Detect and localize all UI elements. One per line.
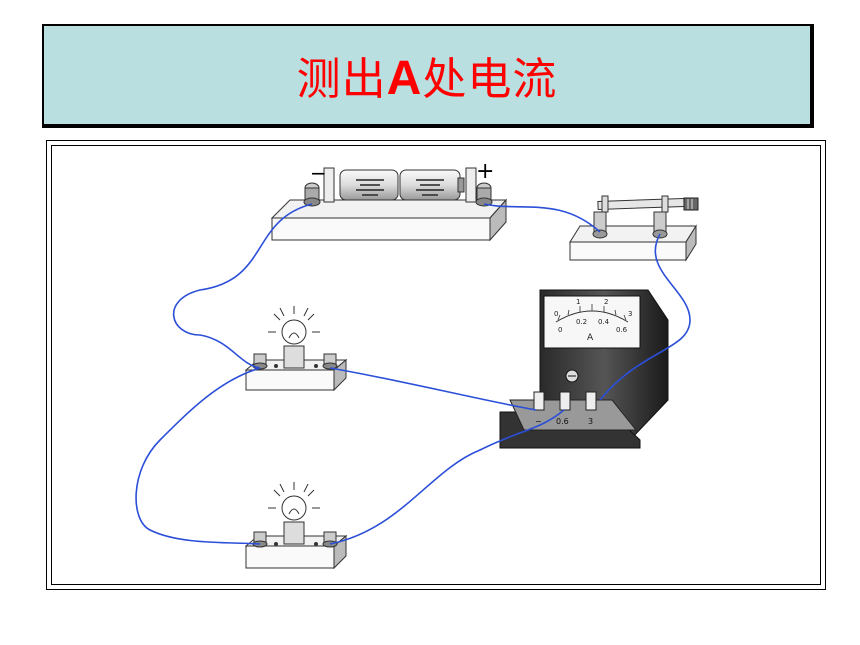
ammeter-terminal-label-minus: − — [535, 417, 542, 426]
wire-battery-to-switch — [483, 203, 601, 233]
title-suffix: 处电流 — [422, 54, 558, 105]
title-bold-letter: A — [386, 52, 423, 105]
ammeter-unit-label: A — [587, 333, 594, 343]
wire-switch-to-ammeter — [599, 233, 691, 401]
wire-bulb1-to-ammeter — [329, 367, 537, 411]
switch — [569, 195, 699, 262]
ammeter-scale-top-2: 2 — [604, 298, 608, 306]
wire-bulb1-to-bulb2 — [135, 367, 261, 545]
ammeter-scale-bottom-0: 0 — [558, 326, 562, 334]
ammeter-scale-bottom-2: 0.4 — [598, 318, 610, 326]
bulb-1 — [244, 306, 348, 392]
ammeter-scale-bottom-3: 0.6 — [616, 326, 628, 334]
wire-bulb2-to-ammeter — [329, 409, 565, 545]
ammeter-terminal-label-3: 3 — [588, 417, 593, 426]
ammeter — [499, 289, 669, 449]
ammeter-scale-top-0: 0 — [554, 310, 558, 318]
battery-minus-label: − — [310, 161, 327, 185]
ammeter-terminal-label-0-6: 0.6 — [556, 417, 569, 426]
ammeter-scale-bottom-1: 0.2 — [576, 318, 587, 326]
ammeter-scale-top-1: 1 — [576, 298, 580, 306]
bulb-2 — [244, 482, 348, 570]
wire-battery-to-bulb1 — [172, 203, 313, 369]
battery-plus-label: + — [476, 159, 494, 184]
title-prefix: 测出 — [296, 54, 387, 105]
page-title: 测出A处电流 — [297, 43, 558, 107]
title-banner: 测出A处电流 — [42, 24, 814, 128]
wires — [135, 203, 691, 545]
circuit-diagram-inner-border — [51, 145, 821, 585]
battery-holder — [270, 167, 508, 242]
ammeter-scale-top-3: 3 — [628, 310, 632, 318]
